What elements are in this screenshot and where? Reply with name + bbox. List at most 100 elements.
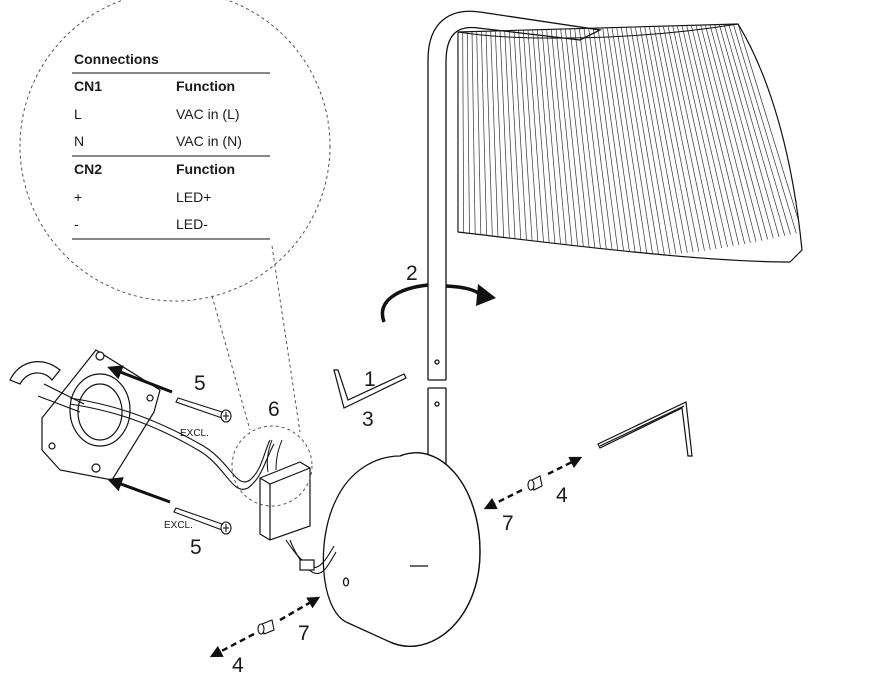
shade-pleat — [532, 29, 551, 250]
shade-pleat — [527, 29, 545, 250]
hex-key-large — [597, 401, 693, 457]
shade-pleat — [480, 31, 488, 239]
callout-screw-top: 5 — [194, 372, 206, 395]
shade-pleat — [476, 31, 482, 238]
shade-pleat — [499, 30, 510, 243]
shade-pleat — [644, 26, 688, 253]
shade-pleat — [597, 27, 631, 257]
callout-screw-bottom: 5 — [190, 536, 202, 559]
shade-pleat — [723, 24, 786, 236]
set-screw-right — [527, 475, 543, 491]
callout-set-screw-left: 4 — [232, 654, 244, 677]
cn1-row-function: VAC in (L) — [176, 106, 240, 122]
lamp-shade — [457, 23, 803, 263]
shade-pleat — [718, 24, 780, 238]
table-title: Connections — [74, 51, 159, 67]
shade-pleat — [709, 24, 768, 240]
screw-top — [175, 397, 232, 423]
shade-pleat — [667, 25, 717, 250]
arrow-left-out — [209, 632, 255, 658]
set-screw-left — [257, 619, 275, 635]
cn1-function-header: Function — [176, 78, 235, 94]
shade-pleat — [639, 26, 682, 254]
wall-bracket — [9, 349, 161, 481]
shade-pleat — [555, 29, 579, 254]
shade-pleat — [611, 27, 648, 256]
shade-pleat — [578, 28, 608, 256]
shade-pleat — [513, 30, 528, 247]
cn2-header: CN2 — [74, 161, 102, 177]
shade-pleat — [466, 31, 470, 235]
shade-pleat — [704, 24, 763, 241]
connections-table: Connections CN1 Function L VAC in (L) N … — [72, 51, 270, 240]
rotation-arrow — [380, 283, 496, 323]
led-driver — [259, 439, 315, 571]
shade-pleat — [490, 31, 499, 241]
shade-pleat — [522, 30, 539, 249]
shade-pleat — [634, 26, 677, 254]
arrow-top-screw — [107, 365, 173, 394]
callout-driver: 6 — [268, 398, 280, 421]
cn1-header: CN1 — [74, 78, 102, 94]
arrow-left-in — [279, 596, 321, 622]
shade-pleat — [504, 30, 516, 245]
shade-pleat — [588, 28, 619, 256]
cn1-row-function: VAC in (N) — [176, 133, 242, 149]
shade-pleat — [737, 24, 802, 233]
shade-pleat — [616, 27, 654, 256]
shade-pleat — [536, 29, 556, 251]
shade-pleat — [569, 28, 596, 255]
shade-pleat — [700, 25, 757, 242]
cn1-row-pin: N — [74, 133, 84, 149]
callout-arrow-left: 7 — [298, 622, 310, 645]
callout-hex-key-a: 1 — [364, 368, 376, 391]
callout-arrow-right: 7 — [502, 512, 514, 535]
hex-key-small — [333, 369, 407, 409]
shade-pleat — [494, 30, 505, 242]
cn2-function-header: Function — [176, 161, 235, 177]
shade-pleat — [658, 26, 705, 251]
cn2-row-pin: + — [74, 189, 82, 205]
shade-pleat — [471, 31, 476, 236]
excl-bottom: EXCL. — [164, 520, 193, 531]
shade-pleat — [625, 27, 665, 255]
shade-pleat — [676, 25, 728, 248]
shade-pleat — [695, 25, 751, 243]
excl-top: EXCL. — [180, 428, 209, 439]
shade-pleat — [686, 25, 740, 246]
cn2-row-function: LED- — [176, 216, 208, 232]
shade-pleat — [714, 24, 774, 239]
shade-pleat — [541, 29, 562, 252]
shade-pleat — [681, 25, 734, 247]
shade-pleat — [620, 27, 660, 256]
shade-pleat — [485, 31, 493, 240]
shade-pleat — [508, 30, 522, 246]
shade-pleat — [574, 28, 602, 256]
shade-pleat — [648, 26, 694, 253]
shade-pleat — [564, 28, 591, 255]
shade-pleat — [662, 26, 711, 250]
cn2-row-pin: - — [74, 216, 79, 232]
shade-pleat — [602, 27, 637, 257]
callout-set-screw-right: 4 — [556, 484, 568, 507]
arrow-right-in — [483, 488, 523, 510]
callout-hex-key-b: 3 — [362, 408, 374, 431]
shade-pleat — [550, 29, 574, 253]
shade-pleat — [583, 28, 614, 256]
arrow-right-out — [547, 456, 583, 476]
connections-callout — [19, 0, 331, 507]
base-disc — [322, 452, 481, 647]
shade-pleat — [732, 24, 797, 234]
screw-bottom — [173, 507, 232, 535]
shade-pleat — [518, 30, 533, 248]
shade-pleat — [630, 27, 671, 255]
shade-pleat — [546, 29, 568, 253]
shade-pleat — [606, 27, 642, 256]
shade-pleat — [690, 25, 746, 245]
cn2-row-function: LED+ — [176, 189, 211, 205]
arrow-bottom-screw — [107, 477, 171, 504]
shade-pleat — [560, 29, 585, 254]
shade-pleat — [462, 31, 465, 234]
cn1-row-pin: L — [74, 106, 82, 122]
